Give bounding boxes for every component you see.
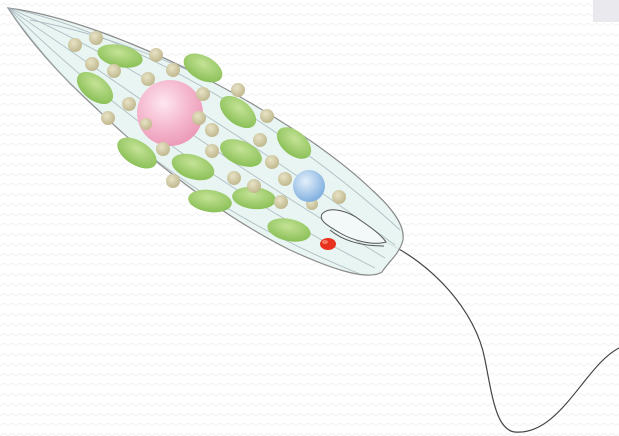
corner-square [593, 0, 619, 22]
eyespot-highlight [322, 240, 328, 244]
granule [247, 179, 261, 193]
nucleus [137, 80, 203, 146]
granule [227, 171, 241, 185]
granule [231, 83, 245, 97]
granule [278, 172, 292, 186]
granule [141, 72, 155, 86]
granule [166, 63, 180, 77]
granule [265, 155, 279, 169]
granule [101, 111, 115, 125]
granule [260, 109, 274, 123]
granule [166, 174, 180, 188]
granule [332, 190, 346, 204]
granule [85, 57, 99, 71]
granule [89, 31, 103, 45]
granule [196, 87, 210, 101]
granule [149, 48, 163, 62]
granule [156, 142, 170, 156]
granule [192, 111, 206, 125]
eyespot [320, 238, 336, 250]
granule [68, 38, 82, 52]
contractile-vacuole [293, 170, 325, 202]
granule [253, 133, 267, 147]
granule [122, 97, 136, 111]
granule [205, 144, 219, 158]
granule [140, 118, 152, 130]
granule [107, 64, 121, 78]
granule [274, 195, 288, 209]
granule [205, 123, 219, 137]
